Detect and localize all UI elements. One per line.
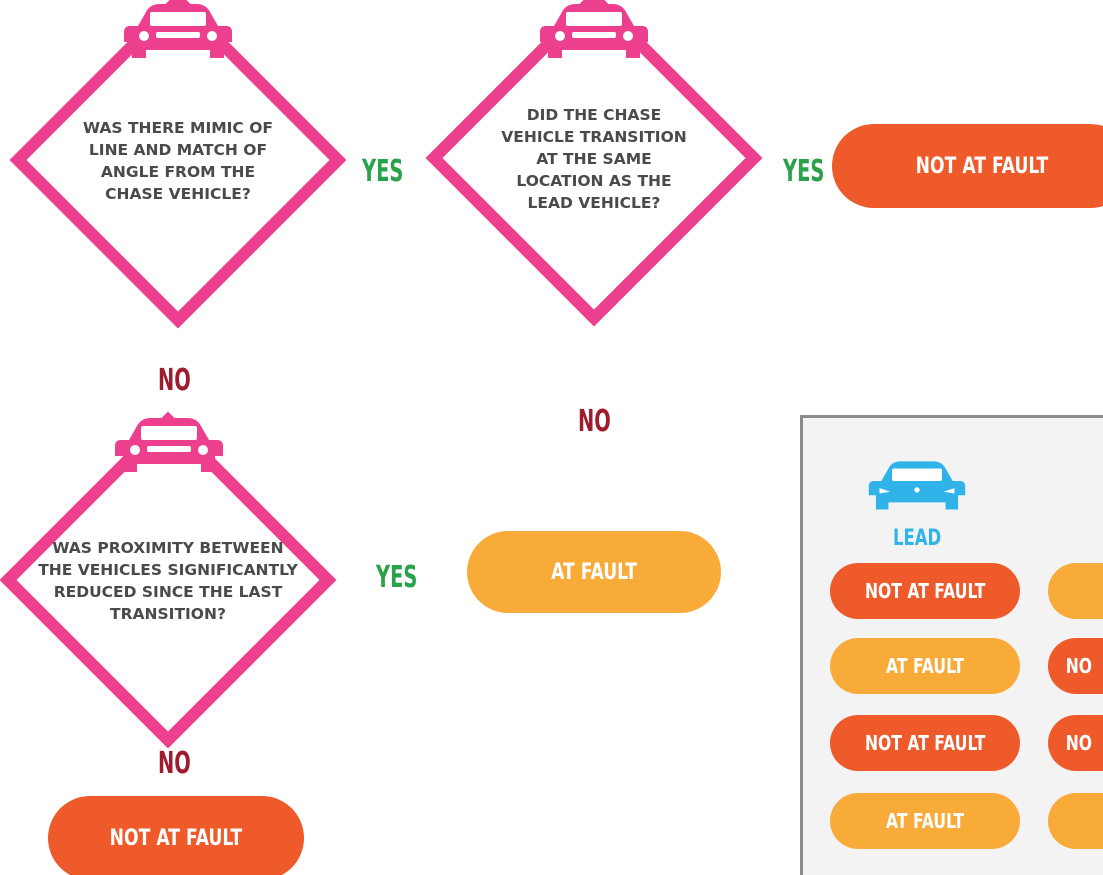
outcome-label: AT FAULT [551, 559, 637, 585]
legend-item-label: AT FAULT [885, 654, 965, 678]
diamond-shape [425, 0, 763, 327]
question-text-3: WAS PROXIMITY BETWEEN THE VEHICLES SIGNI… [38, 539, 298, 623]
legend-chase-item-2: NO [1048, 638, 1103, 694]
legend-item-label: NO [1065, 654, 1093, 678]
legend-item-label: NOT AT FAULT [864, 731, 986, 755]
legend-chase-item-1 [1048, 563, 1103, 619]
legend-lead-item-3: NOT AT FAULT [830, 715, 1020, 771]
legend-panel: LEAD NOT AT FAULT AT FAULT NOT AT FAULT … [800, 415, 1103, 875]
diamond-shape [9, 0, 347, 329]
car-front-icon [540, 4, 648, 58]
decision-diamond-1: WAS THERE MIMIC OF LINE AND MATCH OF ANG… [8, 0, 348, 330]
diamond-shape [0, 411, 337, 749]
legend-item-label: AT FAULT [885, 809, 965, 833]
yes-label-3: YES [376, 560, 418, 595]
outcome-not-at-fault-top: NOT AT FAULT [832, 124, 1103, 208]
outcome-not-at-fault-bottom: NOT AT FAULT [48, 796, 304, 875]
car-front-icon [124, 4, 232, 58]
legend-chase-item-4 [1048, 793, 1103, 849]
decision-diamond-2: DID THE CHASE VEHICLE TRANSITION AT THE … [424, 0, 764, 328]
legend-lead-item-4: AT FAULT [830, 793, 1020, 849]
no-label-1: NO [158, 363, 191, 398]
yes-label-1: YES [362, 154, 404, 189]
legend-lead-label: LEAD [893, 526, 942, 551]
legend-item-label: NOT AT FAULT [864, 579, 986, 603]
outcome-label: NOT AT FAULT [915, 153, 1049, 179]
outcome-label: NOT AT FAULT [109, 825, 243, 851]
legend-lead-item-2: AT FAULT [830, 638, 1020, 694]
question-text-1: WAS THERE MIMIC OF LINE AND MATCH OF ANG… [83, 119, 273, 203]
legend-item-label: NO [1065, 731, 1093, 755]
outcome-at-fault: AT FAULT [467, 531, 721, 613]
no-label-2: NO [578, 404, 611, 439]
yes-label-2: YES [783, 154, 825, 189]
question-text-2: DID THE CHASE VEHICLE TRANSITION AT THE … [501, 106, 687, 212]
car-front-icon [868, 461, 966, 510]
decision-diamond-3: WAS PROXIMITY BETWEEN THE VEHICLES SIGNI… [0, 410, 338, 750]
car-front-icon [115, 418, 223, 472]
legend-chase-item-3: NO [1048, 715, 1103, 771]
legend-lead-item-1: NOT AT FAULT [830, 563, 1020, 619]
no-label-3: NO [158, 746, 191, 781]
